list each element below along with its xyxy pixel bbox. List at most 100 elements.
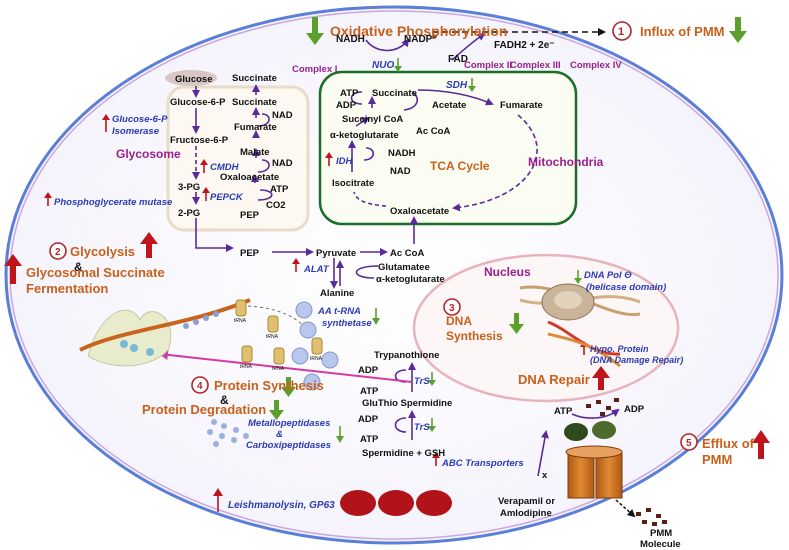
- nad-1-label: NAD: [272, 110, 293, 121]
- tca-fumarate-label: Fumarate: [500, 100, 543, 111]
- protein-degradation-label: Protein Degradation: [142, 402, 266, 417]
- up-arrow-pepck-icon: [202, 187, 210, 201]
- mitochondria-title: Mitochondria: [528, 155, 604, 169]
- gp63-ovals: [340, 490, 452, 516]
- point-1-badge: [612, 21, 632, 41]
- trna-illustrations: [235, 299, 323, 365]
- down-arrow-trs1-icon: [428, 372, 436, 386]
- pmm-particles: [586, 398, 667, 526]
- point-4-number: 4: [197, 381, 203, 392]
- trna-dashed-path: [247, 305, 311, 335]
- tca-succinyl-label: Succinyl CoA: [342, 114, 403, 125]
- up-arrow-alat-icon: [292, 258, 300, 272]
- down-arrow-protein-degradation-icon: [269, 400, 284, 420]
- drug-label-1: Verapamil or: [498, 496, 555, 507]
- arrow-nad-loop-1: [257, 113, 270, 127]
- tca-acetate-label: Acetate: [432, 100, 466, 111]
- nad-2-label: NAD: [272, 158, 293, 169]
- oxaloacetate-glyco-label: Oxaloacetate: [220, 172, 279, 183]
- cmdh-label: CMDH: [210, 162, 240, 173]
- trs-1-label: TrS: [414, 376, 430, 387]
- trna-label-3: tRNA: [240, 364, 253, 370]
- glycolysis-amp: &: [74, 260, 83, 274]
- nucleus-organelle: [412, 253, 680, 403]
- nucleus-title: Nucleus: [484, 265, 531, 279]
- arrow-protein-ribosome: [158, 349, 413, 383]
- arrow-atp-adp-transport: [571, 408, 620, 419]
- trna-label-5: tRNA: [310, 356, 323, 362]
- complex-3-label: Complex III: [510, 60, 561, 71]
- up-arrow-efflux-icon: [752, 430, 770, 459]
- abc-label: ABC Transporters: [441, 458, 524, 469]
- transport-adp-label: ADP: [624, 404, 645, 415]
- glycosome-title: Glycosome: [116, 147, 181, 161]
- metallo-label-1: Metallopeptidases: [248, 418, 330, 429]
- atp-1-label: ATP: [360, 386, 379, 397]
- complex-4-label: Complex IV: [570, 60, 622, 71]
- arrow-atp-loop: [257, 189, 273, 201]
- succinate-label: Succinate: [232, 97, 277, 108]
- spermidine-label: Spermidine + GSH: [362, 448, 445, 459]
- sdh-label: SDH: [446, 80, 468, 91]
- alanine-label: Alanine: [320, 288, 354, 299]
- tca-title: TCA Cycle: [430, 159, 490, 173]
- up-arrow-succinate-fermentation-icon: [4, 254, 22, 284]
- fadh2-label: FADH2 + 2e⁻: [494, 40, 555, 51]
- arrow-fad-fadh2: [451, 32, 486, 61]
- pep-inner-label: PEP: [240, 210, 260, 221]
- point-4-badge: [191, 376, 209, 394]
- oxphos-title: Oxidative Phosphorylation: [330, 23, 507, 39]
- glycolysis-label: Glycolysis: [70, 244, 135, 259]
- ribosome-illustration: [79, 298, 251, 367]
- metallo-amp: &: [276, 429, 283, 440]
- drug-label-2: Amlodipine: [500, 508, 552, 519]
- point-2-number: 2: [55, 247, 61, 258]
- point-3-number: 3: [449, 303, 455, 314]
- 2pg-label: 2-PG: [178, 208, 200, 219]
- pyruvate-label: Pyruvate: [316, 248, 356, 259]
- cytosol-pep-label: PEP: [240, 248, 260, 259]
- atp-glyco-label: ATP: [270, 184, 289, 195]
- point-2-badge: [49, 242, 67, 260]
- hypo-label-1: Hypo. Protein: [590, 344, 649, 354]
- efflux-label-2: PMM: [702, 452, 732, 467]
- arrow-succinate-fumarate: [417, 89, 494, 106]
- arrow-drug-transporter: [537, 430, 549, 477]
- dna-synthesis-label-2: Synthesis: [446, 329, 503, 343]
- down-arrow-influx-icon: [729, 17, 747, 43]
- up-arrow-pgm-icon: [44, 192, 52, 206]
- pgm-label: Phosphoglycerate mutase: [54, 197, 173, 208]
- hypo-label-2: (DNA Damage Repair): [590, 355, 683, 365]
- arrow-acetate-loop: [403, 91, 419, 111]
- arrow-2pg-pep: [195, 218, 234, 252]
- dna-helicase-illustration: [519, 283, 641, 368]
- adp-2-label: ADP: [358, 414, 379, 425]
- tca-oxaloacetate-label: Oxaloacetate: [390, 206, 449, 217]
- trna-label-4: tRNA: [272, 366, 285, 372]
- 3pg-label: 3-PG: [178, 182, 200, 193]
- protein-synthesis-label: Protein Synthesis: [214, 378, 324, 393]
- down-arrow-aatrna-icon: [372, 308, 380, 325]
- atp-2-label: ATP: [360, 434, 379, 445]
- arrow-glutamate-loop: [355, 265, 379, 279]
- arrow-pmm-out: [615, 499, 636, 518]
- down-arrow-dna-synthesis-icon: [509, 313, 524, 334]
- alat-label: ALAT: [303, 264, 330, 275]
- nadp-label: NADP⁺: [404, 34, 438, 45]
- down-arrow-protein-synthesis-icon: [281, 377, 296, 397]
- tca-akg-label: α-ketoglutarate: [330, 130, 399, 141]
- arrow-nad-loop-2: [257, 159, 270, 173]
- tca-nad-label: NAD: [390, 166, 411, 177]
- dnapol-label-2: (helicase domain): [586, 282, 666, 293]
- glucose6p-label: Glucose-6-P: [170, 97, 226, 108]
- up-arrow-dna-repair-icon: [592, 366, 610, 390]
- abc-transporter-illustration: [564, 421, 623, 499]
- succinate-fermentation-label-2: Fermentation: [26, 281, 108, 296]
- dna-synthesis-label-1: DNA: [446, 314, 472, 328]
- succinate-fermentation-label-1: Glycosomal Succinate: [26, 265, 165, 280]
- complex-2-label: Complex II: [464, 60, 512, 71]
- arrow-fumarate-oxalo: [452, 114, 538, 212]
- pmm-label-2: Molecule: [640, 539, 681, 550]
- aatrna-label-2: synthetase: [322, 318, 372, 329]
